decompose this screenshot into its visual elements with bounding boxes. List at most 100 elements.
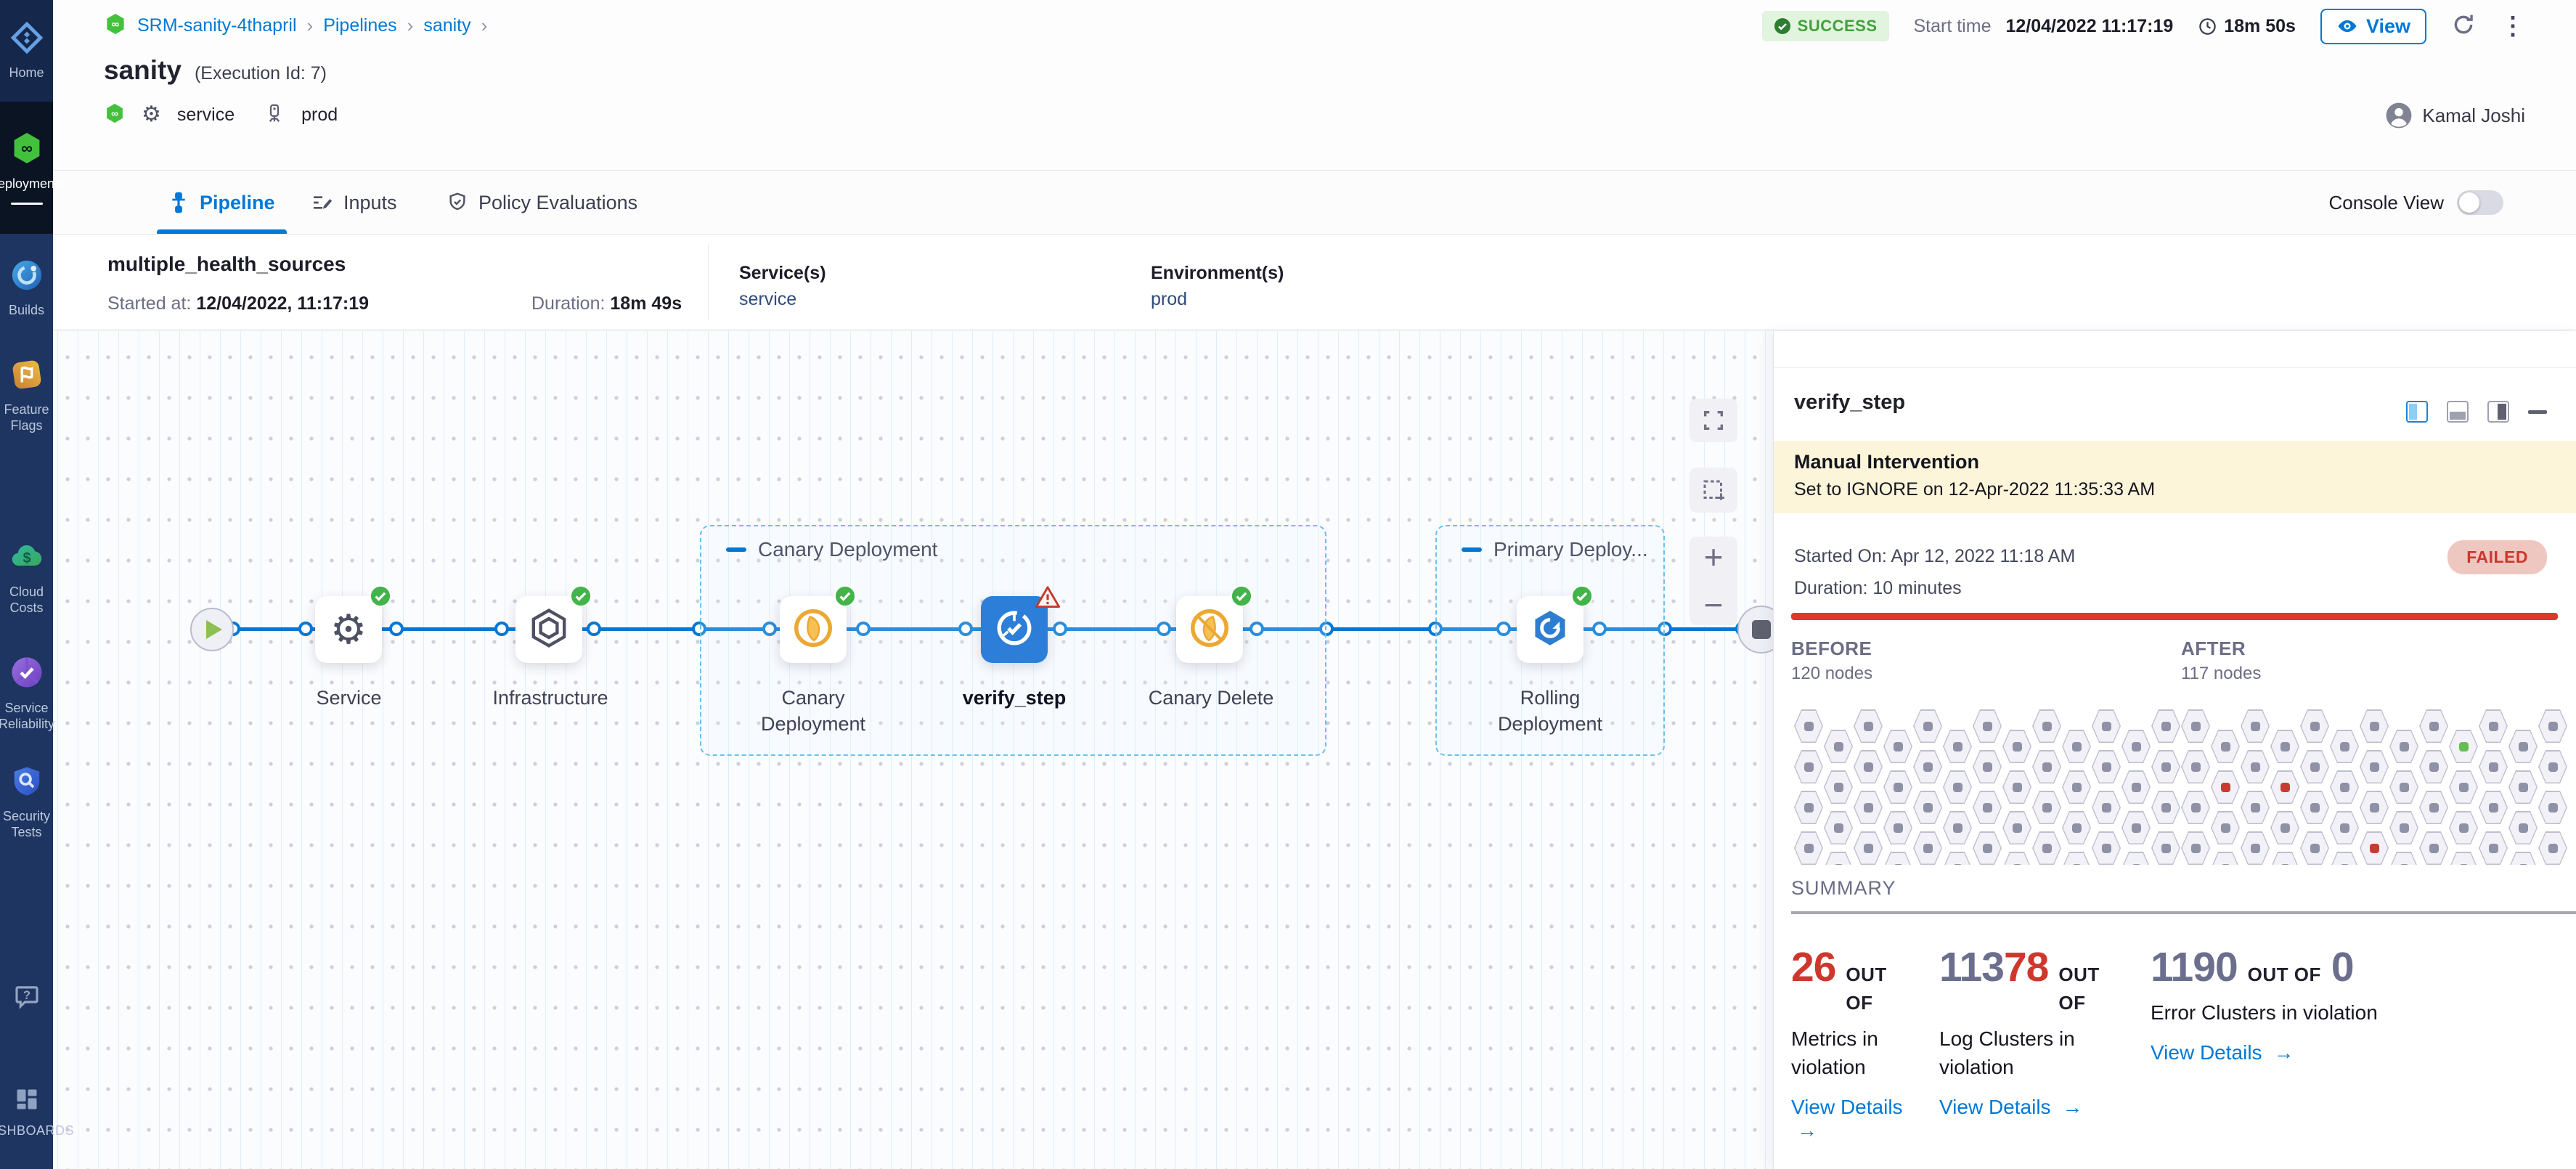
node-hex-gray[interactable] bbox=[2389, 770, 2418, 804]
node-label[interactable]: Service bbox=[316, 687, 382, 709]
node-label[interactable]: verify_step bbox=[962, 687, 1067, 709]
node-hex-gray[interactable] bbox=[2062, 770, 2091, 804]
zoom-in-button[interactable]: + bbox=[1703, 538, 1724, 576]
node-hex-gray[interactable] bbox=[1943, 852, 1972, 865]
node-hex-gray[interactable] bbox=[2121, 852, 2151, 865]
node-hex-gray[interactable] bbox=[1854, 750, 1883, 783]
pipeline-node-verify-step[interactable] bbox=[981, 586, 1061, 663]
node-hex-gray[interactable] bbox=[1824, 730, 1853, 763]
sidebar-item-dashboards[interactable]: DASHBOARDS bbox=[0, 1076, 74, 1149]
node-hex-gray[interactable] bbox=[1913, 709, 1942, 743]
node-hex-gray[interactable] bbox=[2508, 730, 2538, 763]
node-hex-gray[interactable] bbox=[2300, 709, 2329, 743]
node-label[interactable]: Canary Deployment bbox=[760, 687, 866, 736]
node-hex-gray[interactable] bbox=[2330, 852, 2359, 865]
node-hex-gray[interactable] bbox=[2479, 831, 2508, 865]
node-hex-gray[interactable] bbox=[1973, 709, 2002, 743]
node-hex-gray[interactable] bbox=[2002, 852, 2031, 865]
node-hex-gray[interactable] bbox=[1794, 750, 1823, 783]
sidebar-item-cloud-costs[interactable]: $ Cloud Costs bbox=[0, 536, 53, 619]
node-label[interactable]: Infrastructure bbox=[492, 687, 608, 709]
node-hex-gray[interactable] bbox=[2360, 709, 2389, 743]
breadcrumb-pipelines[interactable]: Pipelines bbox=[323, 15, 397, 36]
node-hex-gray[interactable] bbox=[2032, 750, 2061, 783]
sidebar-item-security-tests[interactable]: Security Tests bbox=[0, 761, 53, 844]
pipeline-node-canary-deployment[interactable] bbox=[780, 584, 857, 663]
node-hex-gray[interactable] bbox=[1794, 831, 1823, 865]
node-hex-gray[interactable] bbox=[2121, 770, 2151, 804]
node-hex-gray[interactable] bbox=[1794, 709, 1823, 743]
node-hex-gray[interactable] bbox=[2538, 791, 2567, 824]
minimize-panel-icon[interactable] bbox=[2528, 410, 2547, 414]
breadcrumb-pipeline-name[interactable]: sanity bbox=[423, 15, 471, 36]
node-hex-gray[interactable] bbox=[2389, 730, 2418, 763]
tab-policy-evaluations[interactable]: Policy Evaluations bbox=[446, 171, 637, 234]
node-label[interactable]: Canary Delete bbox=[1148, 687, 1274, 709]
help-chat-button[interactable]: ? bbox=[0, 969, 53, 1027]
sidebar-item-builds[interactable]: Builds bbox=[0, 247, 53, 330]
node-hex-gray[interactable] bbox=[2300, 831, 2329, 865]
node-hex-gray[interactable] bbox=[1883, 811, 1912, 844]
node-hex-gray[interactable] bbox=[1973, 791, 2002, 824]
node-hex-gray[interactable] bbox=[2151, 709, 2180, 743]
marquee-select-button[interactable] bbox=[1690, 468, 1737, 513]
node-hex-gray[interactable] bbox=[2241, 750, 2270, 783]
node-hex-gray[interactable] bbox=[2181, 750, 2210, 783]
node-hex-gray[interactable] bbox=[2479, 791, 2508, 824]
node-hex-gray[interactable] bbox=[1883, 730, 1912, 763]
node-hex-gray[interactable] bbox=[2449, 852, 2478, 865]
node-hex-gray[interactable] bbox=[2360, 791, 2389, 824]
sidebar-item-feature-flags[interactable]: Feature Flags bbox=[0, 354, 53, 438]
more-options-icon[interactable]: ⋮ bbox=[2500, 12, 2525, 40]
sidebar-item-home[interactable]: Home bbox=[0, 0, 53, 102]
node-hex-red[interactable] bbox=[2270, 770, 2299, 804]
node-hex-gray[interactable] bbox=[2002, 730, 2031, 763]
node-hex-gray[interactable] bbox=[2241, 791, 2270, 824]
node-hex-gray[interactable] bbox=[1913, 750, 1942, 783]
node-hex-red[interactable] bbox=[2211, 770, 2240, 804]
node-hex-gray[interactable] bbox=[2419, 750, 2448, 783]
tab-pipeline[interactable]: Pipeline bbox=[157, 171, 287, 234]
before-node-grid[interactable] bbox=[1794, 709, 2182, 865]
sidebar-item-deployments[interactable]: ∞ Deployments bbox=[0, 102, 65, 234]
node-hex-gray[interactable] bbox=[1854, 791, 1883, 824]
node-hex-red[interactable] bbox=[2360, 831, 2389, 865]
node-hex-gray[interactable] bbox=[1913, 831, 1942, 865]
node-hex-gray[interactable] bbox=[1883, 852, 1912, 865]
node-hex-gray[interactable] bbox=[2508, 770, 2538, 804]
node-hex-gray[interactable] bbox=[2360, 750, 2389, 783]
node-hex-gray[interactable] bbox=[2211, 730, 2240, 763]
node-hex-gray[interactable] bbox=[2419, 791, 2448, 824]
node-hex-gray[interactable] bbox=[2032, 709, 2061, 743]
group-header[interactable]: Canary Deployment bbox=[726, 538, 937, 561]
node-hex-gray[interactable] bbox=[2270, 730, 2299, 763]
node-hex-gray[interactable] bbox=[1883, 770, 1912, 804]
node-label[interactable]: Rolling Deployment bbox=[1497, 687, 1603, 736]
node-hex-gray[interactable] bbox=[2092, 831, 2121, 865]
pipeline-canvas[interactable]: Canary Deployment Primary Deploy... ⚙︎ S… bbox=[53, 331, 2576, 1169]
node-hex-gray[interactable] bbox=[2449, 770, 2478, 804]
view-details-link[interactable]: View Details → bbox=[1939, 1096, 2083, 1119]
node-hex-gray[interactable] bbox=[2479, 709, 2508, 743]
node-hex-gray[interactable] bbox=[2538, 709, 2567, 743]
node-hex-gray[interactable] bbox=[2062, 852, 2091, 865]
node-hex-gray[interactable] bbox=[2300, 791, 2329, 824]
node-hex-gray[interactable] bbox=[2419, 831, 2448, 865]
refresh-icon[interactable] bbox=[2451, 12, 2476, 41]
pipeline-node-service[interactable]: ⚙︎ bbox=[315, 584, 392, 663]
node-hex-gray[interactable] bbox=[1824, 852, 1853, 865]
node-hex-gray[interactable] bbox=[2151, 791, 2180, 824]
collapse-icon[interactable] bbox=[726, 547, 746, 552]
node-hex-gray[interactable] bbox=[2121, 730, 2151, 763]
group-header[interactable]: Primary Deploy... bbox=[1462, 538, 1648, 561]
node-hex-gray[interactable] bbox=[1854, 709, 1883, 743]
node-hex-gray[interactable] bbox=[2151, 831, 2180, 865]
node-hex-gray[interactable] bbox=[2270, 852, 2299, 865]
node-hex-gray[interactable] bbox=[2211, 811, 2240, 844]
node-hex-gray[interactable] bbox=[2449, 811, 2478, 844]
node-hex-gray[interactable] bbox=[2389, 852, 2418, 865]
node-hex-gray[interactable] bbox=[2330, 770, 2359, 804]
tab-inputs[interactable]: Inputs bbox=[311, 171, 397, 234]
node-hex-gray[interactable] bbox=[2181, 709, 2210, 743]
zoom-out-button[interactable]: − bbox=[1703, 586, 1724, 624]
